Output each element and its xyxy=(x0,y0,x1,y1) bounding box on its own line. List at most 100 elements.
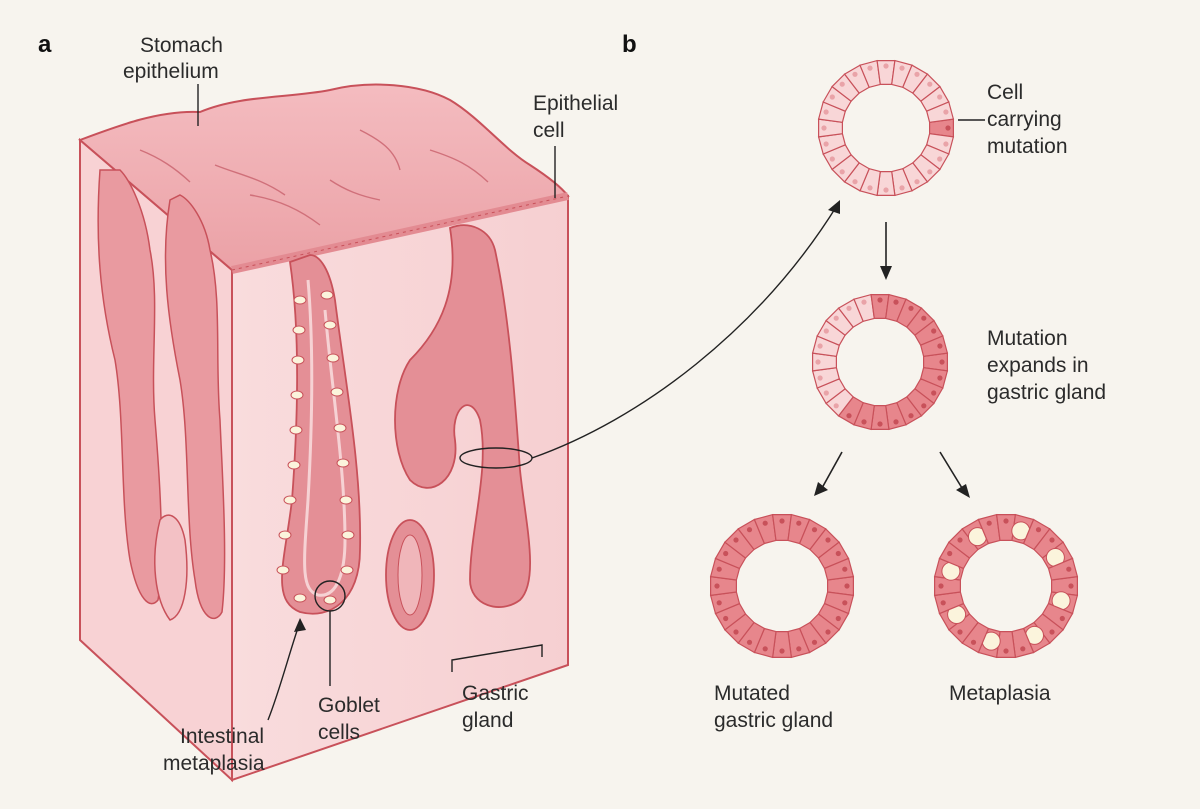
cell-nucleus xyxy=(893,299,899,305)
cell-nucleus xyxy=(1020,646,1026,652)
epithelial-cell xyxy=(823,557,855,581)
side-glands xyxy=(97,169,226,621)
cell-nucleus xyxy=(835,550,841,557)
label-epithelial-1: Epithelial xyxy=(533,92,618,115)
cell-nucleus xyxy=(811,639,818,645)
cell-nucleus xyxy=(867,185,873,191)
label-stomach-1: Stomach xyxy=(140,34,223,57)
gland-cross-sections xyxy=(709,59,1079,659)
label-gastric-1: Gastric xyxy=(462,682,529,705)
cell-nucleus xyxy=(839,81,845,87)
label-metaplasia: Metaplasia xyxy=(949,682,1051,705)
cell-nucleus xyxy=(746,527,753,533)
cell-nucleus xyxy=(1003,518,1009,524)
cell-nucleus xyxy=(931,328,937,334)
cell-nucleus xyxy=(927,169,933,175)
cell-nucleus xyxy=(844,583,850,589)
cell-nucleus xyxy=(921,315,927,321)
cell-nucleus xyxy=(883,187,889,193)
label-epithelial-2: cell xyxy=(533,119,565,142)
panel-b-letter: b xyxy=(622,31,637,58)
cell-nucleus xyxy=(937,375,943,381)
label-expands-3: gastric gland xyxy=(987,381,1106,404)
arrow-right xyxy=(939,451,963,489)
cell-nucleus xyxy=(908,305,914,311)
surface-folds xyxy=(139,129,489,226)
cell-nucleus xyxy=(914,71,920,77)
label-stomach-2: epithelium xyxy=(123,60,219,83)
cell-nucleus xyxy=(714,583,720,589)
cell-nucleus xyxy=(846,413,852,419)
cell-nucleus xyxy=(723,550,729,557)
cell-nucleus xyxy=(823,109,829,115)
tissue-block xyxy=(78,83,840,783)
label-goblet-1: Goblet xyxy=(318,694,380,717)
cell-nucleus xyxy=(931,390,937,396)
cell-nucleus xyxy=(839,169,845,175)
cell-nucleus xyxy=(829,94,835,100)
cell-nucleus xyxy=(762,520,768,526)
cell-nucleus xyxy=(733,629,739,635)
label-expands-1: Mutation xyxy=(987,327,1068,350)
cross-section-arrow xyxy=(531,203,839,459)
cell-nucleus xyxy=(1049,629,1055,635)
cell-nucleus xyxy=(846,305,852,311)
epithelial-cell xyxy=(1047,557,1079,581)
cell-nucleus xyxy=(833,403,839,409)
cell-nucleus xyxy=(921,403,927,409)
cell-nucleus xyxy=(1066,566,1072,572)
gastric-gland-shape xyxy=(394,224,531,608)
label-expands-2: expands in xyxy=(987,354,1089,377)
cell-nucleus xyxy=(733,537,739,543)
cell-nucleus xyxy=(723,615,729,622)
cell-nucleus xyxy=(815,359,821,365)
arrow-left xyxy=(821,451,843,489)
cell-nucleus xyxy=(746,639,753,645)
ring-mutated xyxy=(709,513,855,659)
ring-single-mutation xyxy=(817,59,955,197)
cell-nucleus xyxy=(842,566,848,572)
cell-nucleus xyxy=(899,65,905,71)
cell-nucleus xyxy=(821,125,827,131)
cell-nucleus xyxy=(861,299,867,305)
panel-a-letter: a xyxy=(38,31,52,58)
cell-nucleus xyxy=(937,343,943,349)
cell-nucleus xyxy=(947,550,953,557)
cell-nucleus xyxy=(811,527,818,533)
cell-nucleus xyxy=(914,179,920,185)
ring-expanded-mutation xyxy=(811,293,949,431)
cell-nucleus xyxy=(943,141,949,147)
cell-nucleus xyxy=(817,375,823,381)
label-intestinal-1: Intestinal xyxy=(180,725,264,748)
cell-nucleus xyxy=(762,646,768,652)
cell-nucleus xyxy=(779,648,785,654)
cell-nucleus xyxy=(1049,537,1055,543)
cell-nucleus xyxy=(842,600,848,606)
gastric-gland-bracket xyxy=(451,644,543,672)
progression-arrows xyxy=(814,222,970,498)
cell-nucleus xyxy=(852,71,858,77)
cell-nucleus xyxy=(1068,583,1074,589)
label-mutated-2: gastric gland xyxy=(714,709,833,732)
label-mutated-1: Mutated xyxy=(714,682,790,705)
cell-nucleus xyxy=(1059,615,1065,622)
cell-nucleus xyxy=(817,343,823,349)
cell-nucleus xyxy=(823,390,829,396)
cell-nucleus xyxy=(970,639,977,645)
cell-nucleus xyxy=(943,109,949,115)
cell-nucleus xyxy=(945,125,951,131)
ring-metaplasia xyxy=(933,513,1079,659)
cell-nucleus xyxy=(893,419,899,425)
cell-nucleus xyxy=(927,81,933,87)
cell-nucleus xyxy=(877,421,883,427)
cell-nucleus xyxy=(823,328,829,334)
cell-nucleus xyxy=(796,646,802,652)
cell-nucleus xyxy=(937,156,943,162)
cell-nucleus xyxy=(883,63,889,69)
cell-nucleus xyxy=(823,141,829,147)
cell-nucleus xyxy=(937,94,943,100)
label-gastric-2: gland xyxy=(462,709,513,732)
label-cell-1: Cell xyxy=(987,81,1023,104)
